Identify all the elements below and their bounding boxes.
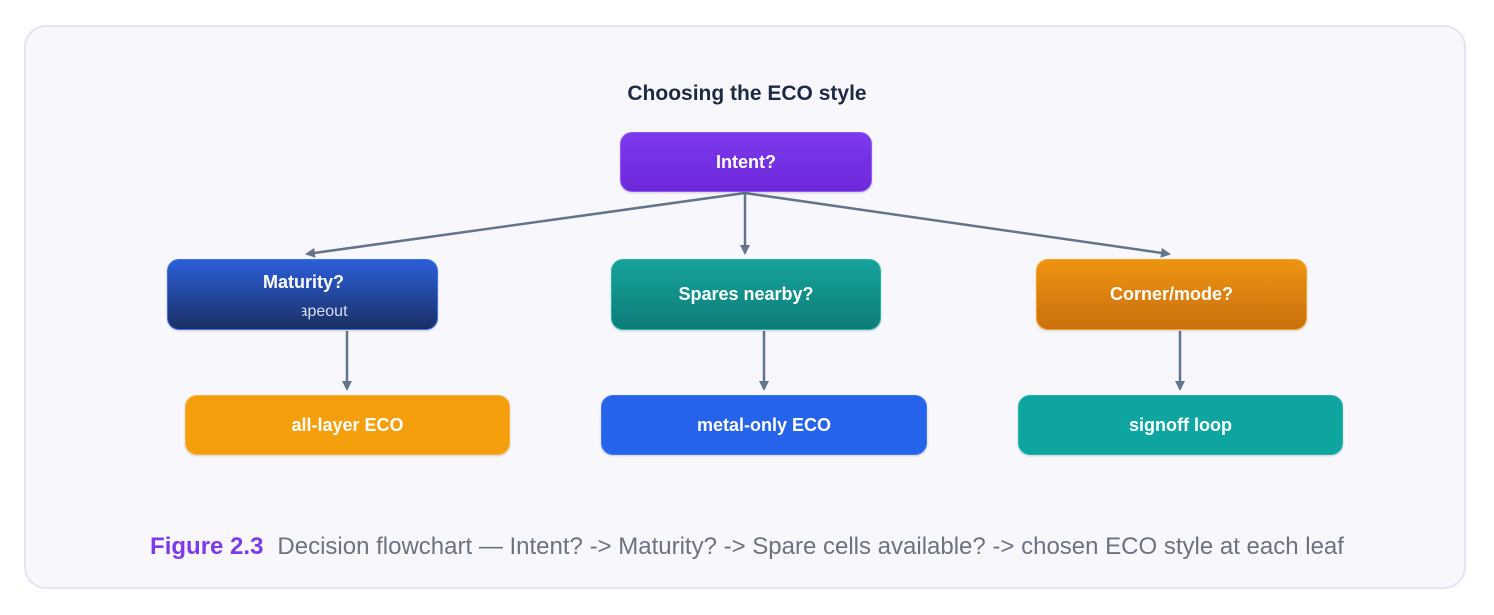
leaf-metal-only-eco: metal-only ECO — [601, 395, 927, 455]
node-maturity: Maturity? post tapeout — [167, 259, 438, 330]
node-intent: Intent? — [620, 132, 872, 192]
edge-intent-corner — [744, 191, 1171, 258]
node-corner: Corner/mode? — [1036, 259, 1307, 330]
leaf-signoff-loop: signoff loop — [1018, 395, 1343, 455]
node-intent-label: Intent? — [716, 151, 776, 172]
figure-caption-label: Figure 2.3 — [150, 533, 264, 560]
figure-caption-text: Decision flowchart — Intent? -> Maturity… — [277, 533, 1344, 560]
leaf-metal-only-eco-label: metal-only ECO — [696, 414, 832, 435]
leaf-all-layer-eco-label: all-layer ECO — [291, 414, 404, 435]
diagram-title: Choosing the ECO style — [627, 82, 867, 105]
node-corner-label: Corner/mode? — [1109, 284, 1233, 304]
leaf-signoff-loop-label: signoff loop — [1129, 414, 1232, 435]
edge-intent-maturity — [305, 191, 746, 258]
leaf-all-layer-eco: all-layer ECO — [185, 395, 510, 455]
node-maturity-label: Maturity? — [263, 272, 344, 292]
node-spares: Spares nearby? — [611, 259, 881, 330]
figure-caption: Figure 2.3 Decision flowchart — Intent? -… — [0, 533, 1494, 561]
node-maturity-sublabel: post tapeout — [259, 303, 348, 320]
node-spares-label: Spares nearby? — [678, 284, 814, 304]
